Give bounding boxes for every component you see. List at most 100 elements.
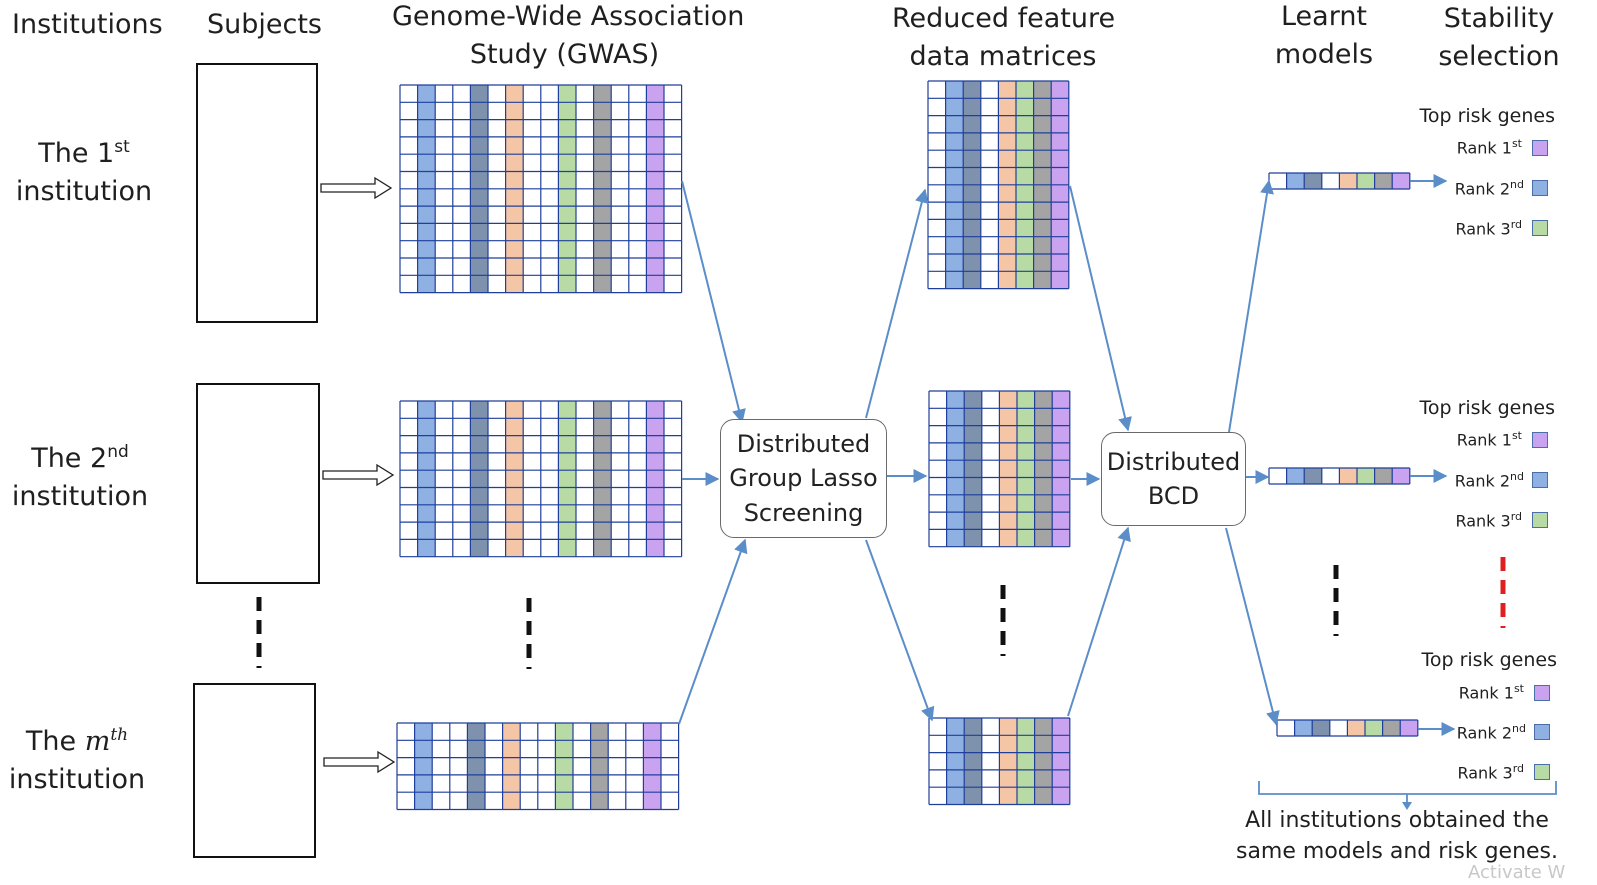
group-lasso-line2: Group Lasso [729, 464, 878, 493]
rank-3-label-group-2: Rank 3rd [1455, 510, 1522, 531]
model-vector-m-column-1 [1294, 720, 1313, 736]
header-stability-line2: selection [1438, 40, 1560, 72]
model-vector-m-column-4 [1347, 720, 1365, 736]
arrow-reduced1-to-bcd [1069, 185, 1132, 432]
group-lasso-line1: Distributed [736, 430, 871, 459]
reduced-matrix-m-column-5 [1017, 718, 1035, 805]
header-reduced: Reduced feature data matrices [892, 2, 1116, 74]
distributed-bcd-node: Distributed BCD [1101, 432, 1246, 526]
rank-2-label-group-1: Rank 2nd [1454, 178, 1524, 199]
group-lasso-screening-node: Distributed Group Lasso Screening [720, 419, 887, 538]
rank-1-swatch-group-2 [1532, 432, 1548, 448]
subjects-frame-2 [196, 383, 320, 584]
model-vector-m [1276, 719, 1419, 737]
model-vector-m-column-7 [1400, 720, 1418, 736]
gwas-matrix-m-column-1 [414, 723, 433, 810]
institution-2-label: The 2nd institution [11, 442, 149, 512]
header-gwas-line2: Study (GWAS) [469, 38, 660, 70]
institution-1-label: The 1st institution [15, 137, 153, 207]
rank-3-swatch-group-1 [1532, 220, 1548, 236]
reduced-matrix-m [928, 717, 1071, 806]
model-vector-2-column-4 [1339, 468, 1357, 484]
arrow-subjects2-to-gwas [322, 463, 395, 487]
model-vector-1-column-5 [1357, 173, 1375, 189]
gwas-matrix-2-column-6 [505, 401, 524, 557]
header-reduced-line1: Reduced feature [892, 3, 1116, 34]
reduced-matrix-2-column-7 [1052, 391, 1070, 547]
top-risk-genes-title-2: Top risk genes [1419, 397, 1555, 419]
model-vector-2-column-6 [1374, 468, 1393, 484]
model-vector-1-column-6 [1374, 173, 1393, 189]
reduced-matrix-2-column-5 [1017, 391, 1035, 547]
reduced-matrix-m-column-4 [999, 718, 1017, 805]
model-vector-2-column-5 [1357, 468, 1375, 484]
rank-2-label-group-2: Rank 2nd [1454, 470, 1524, 491]
arrow-bcd-to-modelm [1225, 527, 1280, 726]
arrow-reducedm-to-bcd [1067, 526, 1131, 717]
arrow-lasso-to-reducedm [865, 539, 935, 722]
model-vector-2-column-2 [1304, 468, 1322, 484]
top-risk-genes-title-m: Top risk genes [1421, 649, 1557, 671]
footer-bracket [1258, 781, 1557, 803]
subjects-frame-m [193, 683, 316, 858]
header-learnt-line2: models [1274, 38, 1374, 70]
rank-1-label-group-m: Rank 1st [1458, 682, 1524, 703]
arrow-bcd-to-model1 [1228, 179, 1274, 433]
model-vector-1-column-1 [1286, 173, 1305, 189]
gwas-matrix-m-column-9 [555, 723, 573, 810]
arrow-subjects1-to-gwas [320, 176, 393, 200]
header-stability-line1: Stability [1443, 3, 1555, 34]
rank-3-swatch-group-m [1534, 764, 1550, 780]
gwas-matrix-2-column-1 [417, 401, 436, 557]
reduced-matrix-m-column-7 [1052, 718, 1070, 805]
model-vector-m-column-5 [1365, 720, 1383, 736]
rank-3-label-group-m: Rank 3rd [1457, 762, 1524, 783]
reduced-matrix-1 [927, 80, 1070, 290]
gwas-matrix-2-gridlines [399, 400, 683, 558]
header-learnt-line1: Learnt [1280, 1, 1368, 32]
rank-1-label-group-2: Rank 1st [1456, 429, 1522, 450]
reduced-matrix-2-column-4 [999, 391, 1017, 547]
rank-1-label-group-1: Rank 1st [1456, 137, 1522, 158]
header-learnt: Learnt models [1268, 0, 1380, 72]
watermark-text: Activate W [1468, 862, 1566, 883]
arrow-lasso-to-reduced1 [865, 188, 929, 419]
rank-2-swatch-group-1 [1532, 180, 1548, 196]
model-vector-m-column-2 [1312, 720, 1330, 736]
model-vector-2-column-7 [1392, 468, 1410, 484]
arrow-gwas1-to-lasso [681, 180, 746, 424]
gwas-matrix-m-column-6 [502, 723, 521, 810]
gwas-matrix-2-column-11 [593, 401, 612, 557]
reduced-matrix-2-column-2 [964, 391, 982, 547]
gwas-matrix-m [396, 722, 680, 811]
institution-m-label: The mth institution [8, 725, 146, 795]
reduced-matrix-m-column-1 [946, 718, 965, 805]
model-vector-1-column-7 [1392, 173, 1410, 189]
header-gwas: Genome-Wide Association Study (GWAS) [392, 0, 744, 72]
model-vector-2 [1268, 467, 1411, 485]
reduced-matrix-2-gridlines [928, 390, 1071, 548]
gwas-matrix-1-gridlines [399, 84, 683, 294]
arrow-gwasm-to-lasso [678, 538, 748, 725]
footer-line2: same models and risk genes. [1235, 839, 1559, 865]
gwas-matrix-m-column-11 [590, 723, 609, 810]
subjects-frame-1 [196, 63, 318, 323]
reduced-matrix-2 [928, 390, 1071, 548]
reduced-matrix-m-column-2 [964, 718, 982, 805]
bcd-line2: BCD [1147, 482, 1200, 510]
footer-bracket-tip [1402, 802, 1412, 810]
model-vector-1-column-4 [1339, 173, 1357, 189]
reduced-matrix-m-column-6 [1034, 718, 1053, 805]
rank-1-swatch-group-m [1534, 685, 1550, 701]
reduced-matrix-2-column-6 [1034, 391, 1053, 547]
rank-2-swatch-group-m [1534, 724, 1550, 740]
model-vector-m-column-6 [1382, 720, 1401, 736]
rank-3-label-group-1: Rank 3rd [1455, 218, 1522, 239]
model-vector-1 [1268, 172, 1411, 190]
header-reduced-line2: data matrices [909, 40, 1097, 72]
arrow-subjectsm-to-gwas [323, 750, 396, 774]
footer-note: All institutions obtained the same model… [1232, 805, 1562, 867]
rank-2-label-group-m: Rank 2nd [1456, 722, 1526, 743]
gwas-matrix-m-column-14 [643, 723, 661, 810]
